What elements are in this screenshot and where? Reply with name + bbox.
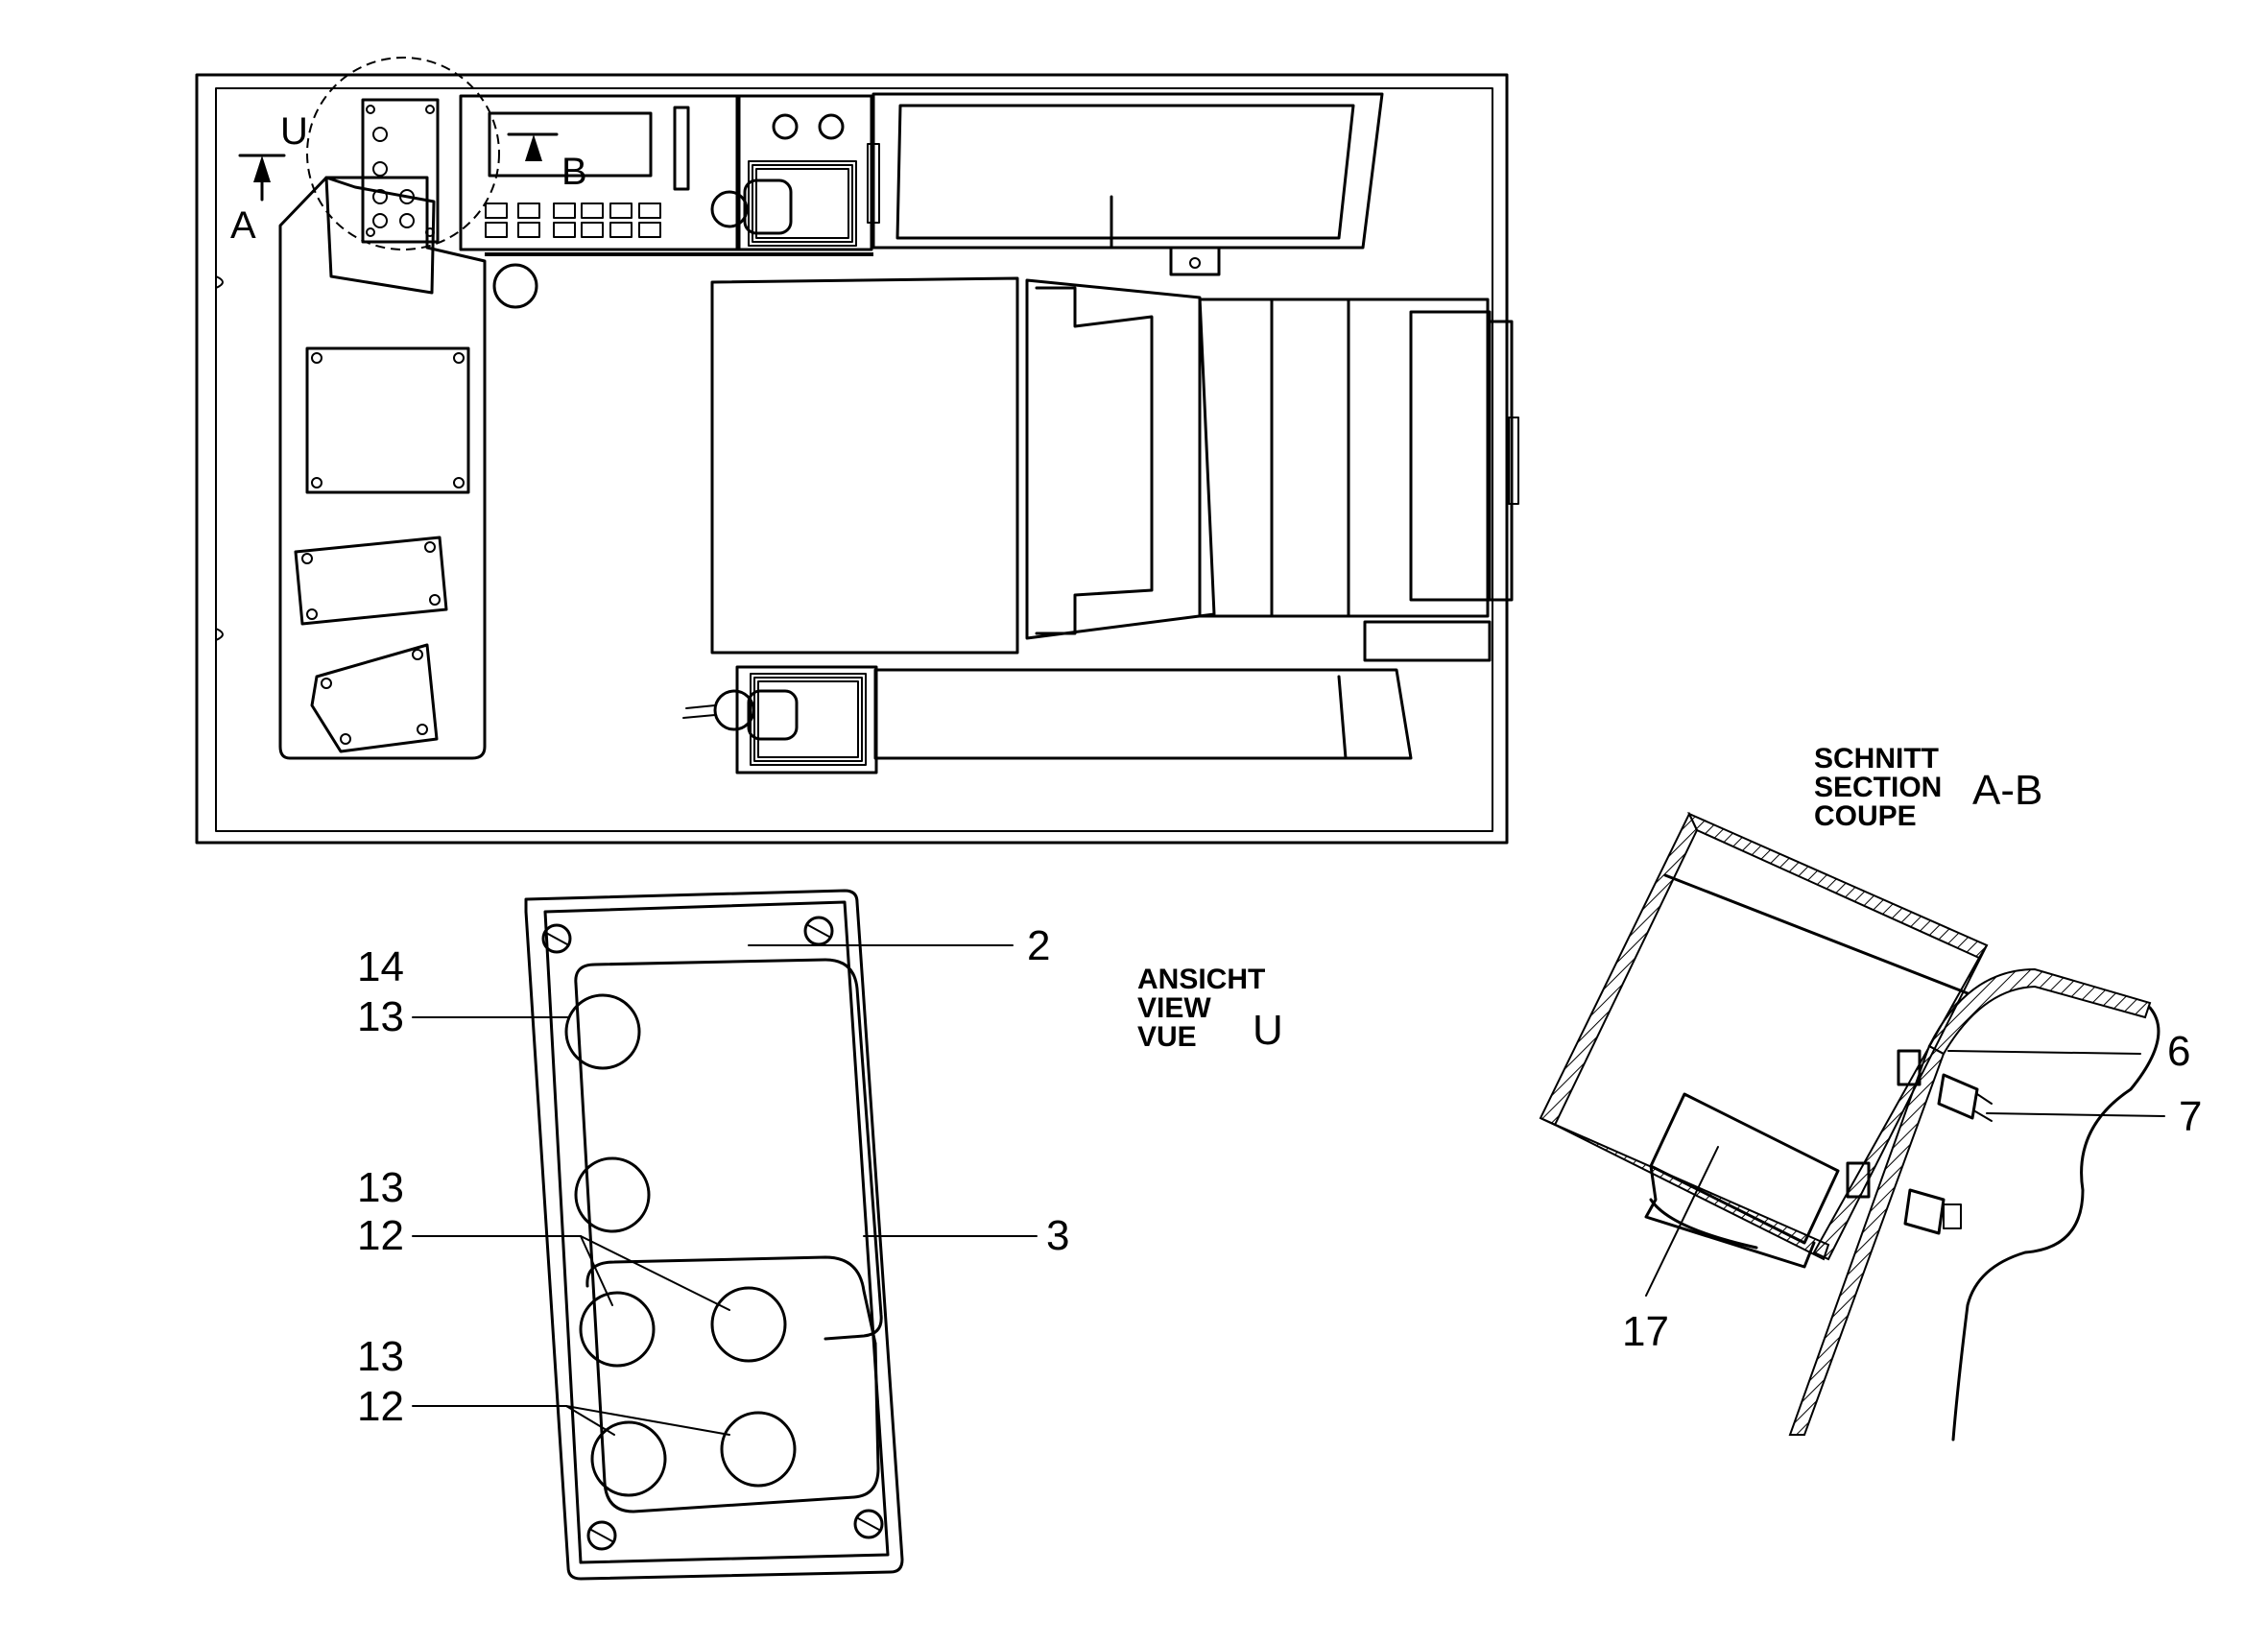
- section-header-fr: COUPE: [1814, 800, 1917, 832]
- top-view-platform: A U B: [195, 57, 1519, 845]
- keypad: [485, 203, 661, 238]
- section-header-en: SECTION: [1814, 772, 1942, 803]
- section-ab: SCHNITT SECTION COUPE A-B 6 7: [1539, 743, 2202, 1441]
- view-u-detail: 2 14 13 13 12 3 13 12 ANSICHT VIEW VUE U: [357, 889, 1283, 1581]
- callout-14: 14: [357, 943, 404, 990]
- button-1: [564, 993, 641, 1070]
- callout-7: 7: [2179, 1093, 2202, 1140]
- label-u: U: [280, 110, 308, 153]
- view-header-fr: VUE: [1137, 1021, 1197, 1053]
- label-a: A: [230, 204, 256, 247]
- callout-2: 2: [1027, 922, 1050, 969]
- callout-17: 17: [1622, 1308, 1669, 1355]
- callout-6: 6: [2167, 1028, 2190, 1075]
- view-letter-u: U: [1253, 1007, 1283, 1054]
- button-4: [710, 1286, 787, 1363]
- callout-12b: 12: [357, 1383, 404, 1430]
- view-header-en: VIEW: [1137, 992, 1211, 1024]
- callout-13c: 13: [357, 1333, 404, 1380]
- callout-12a: 12: [357, 1212, 404, 1259]
- button-5: [590, 1420, 667, 1497]
- button-6: [720, 1411, 797, 1488]
- callout-3: 3: [1046, 1212, 1069, 1259]
- callout-13a: 13: [357, 993, 404, 1040]
- plate-screws: [541, 916, 884, 1551]
- view-header-de: ANSICHT: [1137, 964, 1265, 995]
- section-letters: A-B: [1972, 767, 2042, 814]
- button-2: [574, 1156, 651, 1233]
- section-header-de: SCHNITT: [1814, 743, 1939, 774]
- callout-13b: 13: [357, 1164, 404, 1211]
- button-3: [579, 1291, 656, 1368]
- label-b: B: [561, 151, 587, 193]
